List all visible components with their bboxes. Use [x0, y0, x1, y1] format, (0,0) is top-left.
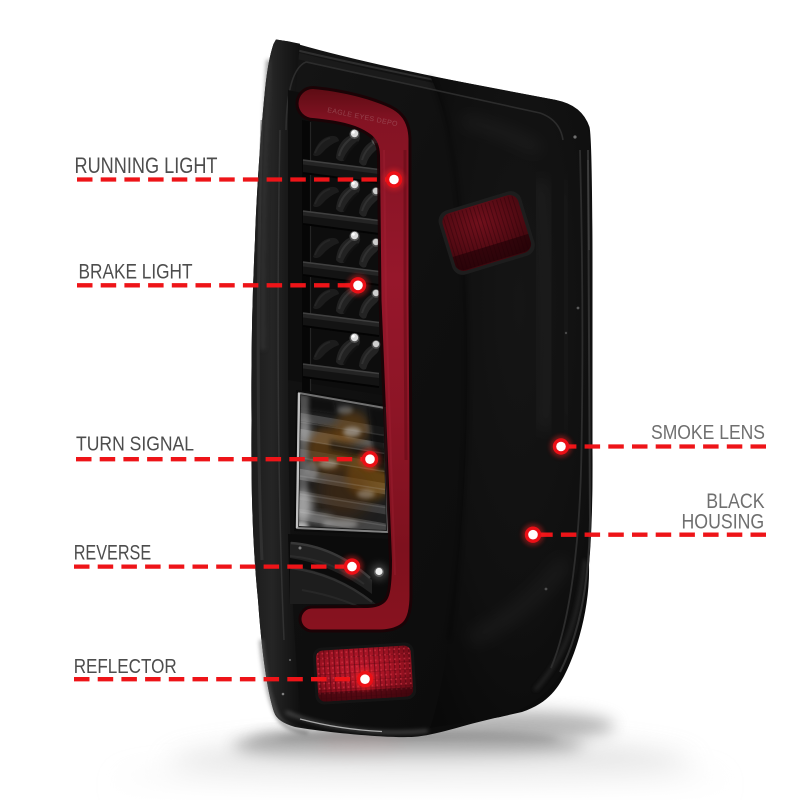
svg-text:TURN SIGNAL: TURN SIGNAL	[76, 433, 194, 456]
svg-text:SMOKE LENS: SMOKE LENS	[651, 422, 765, 444]
svg-text:BRAKE LIGHT: BRAKE LIGHT	[79, 258, 193, 283]
svg-text:REFLECTOR: REFLECTOR	[74, 655, 177, 678]
svg-text:RUNNING LIGHT: RUNNING LIGHT	[75, 153, 218, 178]
svg-text:HOUSING: HOUSING	[682, 510, 765, 534]
svg-text:REVERSE: REVERSE	[74, 541, 152, 565]
svg-text:BLACK: BLACK	[706, 489, 765, 513]
